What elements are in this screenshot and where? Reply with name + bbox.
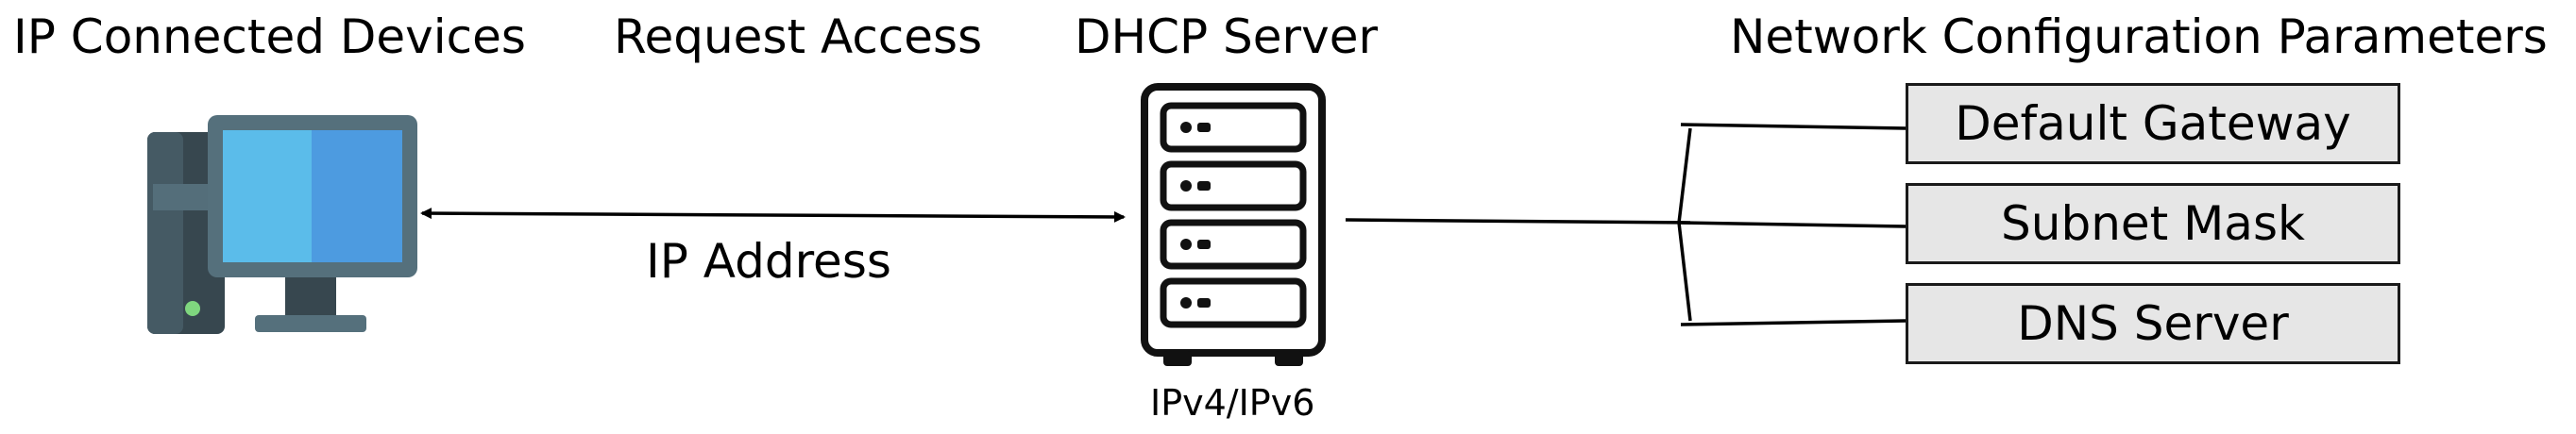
bracket-to-dns-server — [1680, 319, 1907, 326]
params-bracket — [1677, 127, 1692, 322]
ip-exchange-arrow — [420, 208, 1126, 223]
bracket-to-default-gateway — [1680, 123, 1907, 130]
server-unit — [1160, 160, 1307, 211]
server-unit — [1160, 219, 1307, 270]
ip-address-label: IP Address — [646, 234, 891, 289]
server-unit — [1160, 102, 1307, 153]
param-default-gateway: Default Gateway — [1906, 83, 2400, 164]
param-dns-server: DNS Server — [1906, 283, 2400, 364]
param-label: Subnet Mask — [2001, 196, 2305, 251]
param-subnet-mask: Subnet Mask — [1906, 183, 2400, 264]
server-to-params-line — [1345, 218, 1691, 225]
desktop-computer-icon — [147, 115, 417, 334]
power-led — [185, 301, 200, 316]
bracket-to-subnet-mask — [1680, 221, 1907, 228]
server-unit — [1160, 277, 1307, 328]
monitor-screen — [223, 130, 312, 262]
dhcp-server-label: DHCP Server — [1075, 9, 1379, 64]
param-label: DNS Server — [2017, 296, 2289, 351]
ip-version-label: IPv4/IPv6 — [1150, 382, 1315, 424]
devices-label: IP Connected Devices — [13, 9, 526, 64]
server-rack-icon — [1141, 83, 1326, 366]
network-config-params-label: Network Configuration Parameters — [1730, 9, 2548, 64]
param-label: Default Gateway — [1955, 96, 2351, 151]
request-access-label: Request Access — [614, 9, 983, 64]
